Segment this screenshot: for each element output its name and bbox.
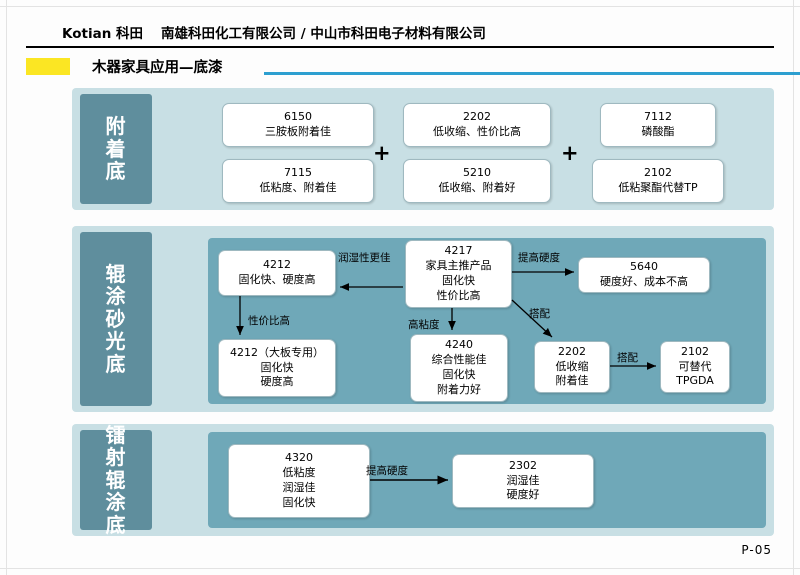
box-5640[interactable]: 5640 硬度好、成本不高 [578,257,710,293]
arrow-label-hardness-up-2: 提高硬度 [366,465,408,477]
box-4217-desc: 家具主推产品 固化快 性价比高 [425,259,492,302]
box-2102-a-desc: 低粘聚酯代替TP [618,181,698,194]
arrow-label-match-1: 搭配 [529,308,550,320]
box-4212-large-code: 4212（大板专用） [230,345,324,359]
arrow-label-value: 性价比高 [248,315,290,327]
box-7115-code: 7115 [284,166,312,180]
box-5210[interactable]: 5210 低收缩、附着好 [403,159,551,203]
arrow-label-wetting: 润湿性更佳 [338,252,391,264]
page-border-bottom [0,568,800,569]
title-bar: 木器家具应用—底漆 [26,56,800,78]
box-2202-a-desc: 低收缩、性价比高 [433,125,521,138]
box-7115[interactable]: 7115 低粘度、附着佳 [222,159,374,203]
box-7115-desc: 低粘度、附着佳 [259,181,337,194]
header: Kotian 科田 南雄科田化工有限公司 / 中山市科田电子材料有限公司 [62,22,486,42]
operator-plus-2: + [561,141,579,165]
page-border-left [6,0,7,575]
box-2102-a-code: 2102 [643,166,672,180]
arrow-label-match-2: 搭配 [617,352,638,364]
company-name: 南雄科田化工有限公司 / 中山市科田电子材料有限公司 [161,26,486,42]
box-2102-b-desc: 可替代 TPGDA [676,359,714,388]
box-2102-b-code: 2102 [681,344,709,358]
box-7112-desc: 磷酸酯 [641,125,675,138]
box-4212-desc: 固化快、硬度高 [238,273,316,286]
box-4320-desc: 低粘度 润湿佳 固化快 [282,466,316,509]
operator-plus-1: + [373,141,391,165]
box-2302-code: 2302 [509,458,537,472]
title-underline [264,72,800,75]
box-4212-large-desc: 固化快 硬度高 [260,360,294,389]
box-6150[interactable]: 6150 三胺板附着佳 [222,103,374,147]
title-accent-block [26,58,70,75]
page-border-right [793,0,794,575]
arrow-label-viscosity: 高粘度 [408,319,440,331]
box-7112-code: 7112 [644,110,672,124]
page-number: P-05 [741,543,772,557]
brand-name: Kotian 科田 [62,26,143,42]
box-2302-desc: 润湿佳 硬度好 [506,473,540,502]
box-4212[interactable]: 4212 固化快、硬度高 [218,250,336,296]
box-4212-large-panel[interactable]: 4212（大板专用）固化快 硬度高 [218,339,336,397]
box-4240-desc: 综合性能佳 固化快 附着力好 [431,353,487,396]
box-5640-desc: 硬度好、成本不高 [600,275,688,288]
box-5210-code: 5210 [463,166,491,180]
page-border-top [0,6,800,7]
section-2-label: 辊涂砂光底 [80,232,152,406]
section-1-label: 附着底 [80,94,152,204]
box-7112[interactable]: 7112 磷酸酯 [600,103,716,147]
box-6150-code: 6150 [284,110,312,124]
box-4320-code: 4320 [285,451,313,465]
box-4240-code: 4240 [445,338,473,352]
box-2202-b-desc: 低收缩 附着佳 [555,359,589,388]
box-2202-a-code: 2202 [463,110,491,124]
box-5640-code: 5640 [630,260,658,274]
box-4212-code: 4212 [263,258,291,272]
section-3-label: 镭射辊涂底 [80,424,152,536]
box-6150-desc: 三胺板附着佳 [265,125,331,138]
box-2102-a[interactable]: 2102 低粘聚酯代替TP [592,159,724,203]
box-2202-b-code: 2202 [558,344,586,358]
box-2202-a[interactable]: 2202 低收缩、性价比高 [403,103,551,147]
header-divider [26,46,774,48]
page-title: 木器家具应用—底漆 [92,60,223,76]
box-5210-desc: 低收缩、附着好 [438,181,516,194]
box-4217-code: 4217 [444,244,473,258]
arrow-label-hardness-up: 提高硬度 [518,252,560,264]
